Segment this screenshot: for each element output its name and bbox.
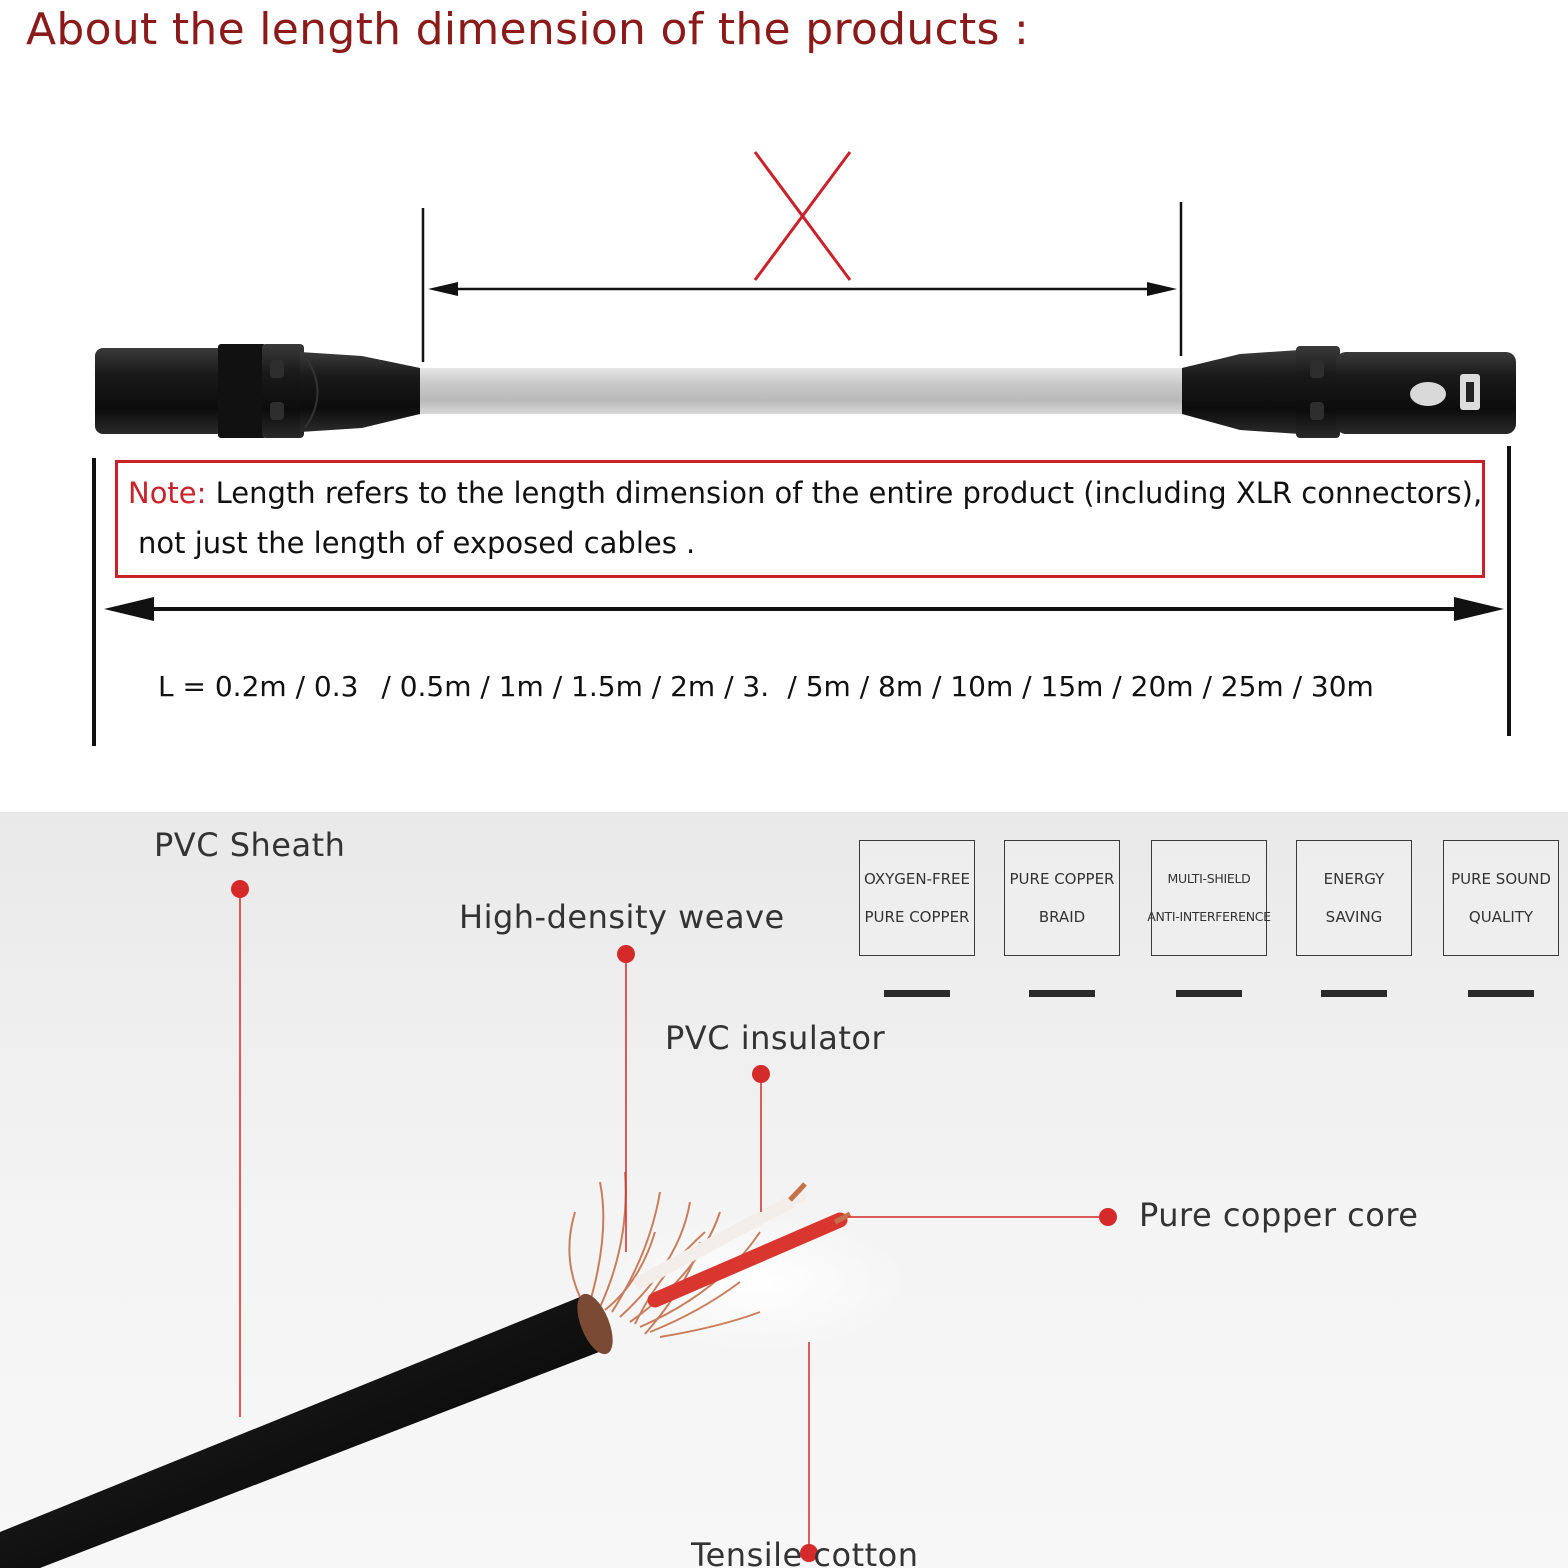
feature-line-2: PURE COPPER — [864, 908, 970, 926]
note-text-1: Length refers to the length dimension of… — [206, 476, 1483, 510]
cross-mark-icon — [753, 151, 852, 281]
feature-line-2: SAVING — [1325, 908, 1383, 926]
badge-underline — [1321, 990, 1387, 997]
cable-structure-panel: PVC Sheath High-density weave PVC insula… — [0, 812, 1568, 1568]
feature-line-1: PURE SOUND — [1451, 870, 1551, 888]
badge-underline — [1468, 990, 1534, 997]
exposed-cable — [415, 368, 1190, 414]
feature-line-1: ENERGY — [1323, 870, 1385, 888]
feature-line-2: ANTI-INTERFERENCE — [1147, 909, 1271, 924]
badge-underline — [884, 990, 950, 997]
double-arrow-icon — [104, 597, 1504, 621]
cable-only-dimension — [421, 202, 1183, 362]
feature-badge-multi-shield: MULTI-SHIELD ANTI-INTERFERENCE — [1147, 840, 1271, 956]
feature-line-1: MULTI-SHIELD — [1167, 871, 1251, 886]
cable-jacket — [0, 1297, 612, 1568]
feature-line-2: BRAID — [1038, 908, 1086, 926]
feature-line-1: PURE COPPER — [1009, 870, 1115, 888]
leader-lines — [231, 880, 1117, 1562]
length-options: L = 0.2m / 0.3 / 0.5m / 1m / 1.5m / 2m /… — [158, 670, 1374, 703]
feature-badge-oxygen-free: OXYGEN-FREE PURE COPPER — [859, 840, 975, 956]
label-pvc-sheath: PVC Sheath — [154, 826, 346, 864]
feature-line-1: OXYGEN-FREE — [863, 870, 971, 888]
label-high-density-weave: High-density weave — [459, 898, 785, 936]
badge-underline — [1176, 990, 1242, 997]
label-pure-copper-core: Pure copper core — [1139, 1196, 1419, 1234]
xlr-male-connector — [95, 344, 420, 438]
feature-line-2: QUALITY — [1468, 908, 1534, 926]
note-line-2: not just the length of exposed cables . — [138, 526, 696, 560]
feature-badge-pure-sound: PURE SOUND QUALITY — [1443, 840, 1559, 956]
label-pvc-insulator: PVC insulator — [665, 1019, 886, 1057]
note-label: Note: — [128, 476, 207, 510]
label-tensile-cotton: Tensile cotton — [691, 1536, 919, 1568]
badge-underline — [1029, 990, 1095, 997]
length-diagram — [92, 151, 1516, 746]
feature-badge-energy-saving: ENERGY SAVING — [1296, 840, 1412, 956]
note-line-1: Note: Length refers to the length dimens… — [128, 476, 1482, 510]
note-box — [115, 460, 1485, 578]
page-title: About the length dimension of the produc… — [26, 4, 1030, 55]
feature-badge-copper-braid: PURE COPPER BRAID — [1004, 840, 1120, 956]
xlr-female-connector — [1182, 346, 1516, 438]
cable-cross-section-illustration — [0, 880, 1117, 1568]
